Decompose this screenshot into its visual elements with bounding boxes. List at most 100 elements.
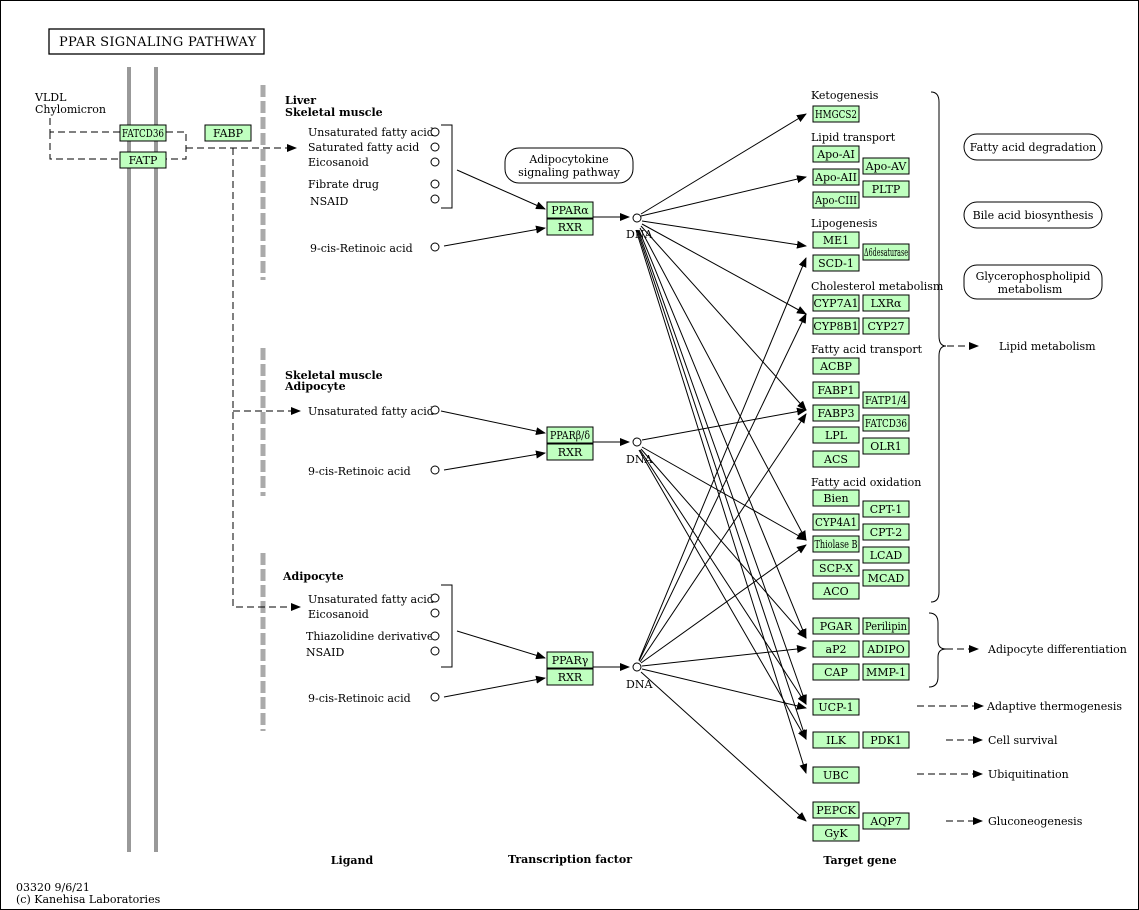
compound-node[interactable] <box>430 692 440 702</box>
gene-ubc[interactable]: UBC <box>812 766 860 784</box>
gene-perilipin[interactable]: Perilipin <box>862 617 910 635</box>
gene-delta6-desaturase[interactable]: Δ6desaturase <box>862 243 910 261</box>
pathway-fa-degradation[interactable]: Fatty acid degradation <box>963 133 1103 161</box>
edge-dna2-fa-transport <box>641 407 807 441</box>
pathway-glycerophospholipid[interactable]: Glycerophospholipid metabolism <box>963 264 1103 300</box>
gene-label: LCAD <box>870 549 903 562</box>
compound-node[interactable] <box>430 646 440 656</box>
column-label-tf: Transcription factor <box>508 853 632 866</box>
gene-fabp1[interactable]: FABP1 <box>812 381 860 399</box>
gene-cyp7a1[interactable]: CYP7A1 <box>812 294 860 312</box>
gene-lcad[interactable]: LCAD <box>862 546 910 564</box>
outcome-adipocyte: Adipocyte differentiation <box>987 643 1127 656</box>
gene-aqp7[interactable]: AQP7 <box>862 812 910 830</box>
retinoid-label: 9-cis-Retinoic acid <box>308 465 411 478</box>
gene-rxr-1[interactable]: RXR <box>546 218 594 236</box>
gene-lpl[interactable]: LPL <box>812 426 860 444</box>
gene-apo-ai[interactable]: Apo-AI <box>812 145 860 163</box>
gene-lxra[interactable]: LXRα <box>862 294 910 312</box>
compound-node[interactable] <box>430 179 440 189</box>
compound-node[interactable] <box>430 194 440 204</box>
ligand-label: NSAID <box>310 195 348 208</box>
gene-pltp[interactable]: PLTP <box>862 180 910 198</box>
gene-bien[interactable]: Bien <box>812 489 860 507</box>
gene-fatp-upstream[interactable]: FATP <box>119 151 167 169</box>
cell-membrane-outer <box>127 67 131 852</box>
gene-label: RXR <box>558 671 583 684</box>
gene-label: Apo-AI <box>816 148 855 161</box>
edge-dna1-ucp1 <box>637 229 807 705</box>
edge-dna1-ketogenesis <box>640 113 807 215</box>
group1-heading-1: Liver <box>285 94 316 107</box>
gene-rxr-3[interactable]: RXR <box>546 668 594 686</box>
compound-node[interactable] <box>430 631 440 641</box>
gene-gyk[interactable]: GyK <box>812 824 860 842</box>
gene-scp-x[interactable]: SCP-X <box>812 559 860 577</box>
gene-pdk1[interactable]: PDK1 <box>862 731 910 749</box>
compound-node[interactable] <box>430 142 440 152</box>
edge-dna2-fa-oxidation <box>641 446 807 541</box>
gene-cpt1[interactable]: CPT-1 <box>862 500 910 518</box>
compound-node[interactable] <box>430 465 440 475</box>
gene-cyp4a1[interactable]: CYP4A1 <box>812 513 860 531</box>
gene-cap[interactable]: CAP <box>812 663 860 681</box>
compound-node[interactable] <box>430 157 440 167</box>
gene-cyp27[interactable]: CYP27 <box>862 317 910 335</box>
gene-acbp[interactable]: ACBP <box>812 357 860 375</box>
gene-pparg[interactable]: PPARγ <box>546 651 594 669</box>
edge-dna1-ilk <box>636 229 807 740</box>
gene-fatcd36[interactable]: FATCD36 <box>862 414 910 432</box>
gene-hmgcs2[interactable]: HMGCS2 <box>812 105 860 123</box>
gene-fatp1-4[interactable]: FATP1/4 <box>862 391 910 409</box>
gene-label: PDK1 <box>870 734 901 747</box>
compound-node[interactable] <box>430 127 440 137</box>
gene-cpt2[interactable]: CPT-2 <box>862 523 910 541</box>
adipocytokine-pathway[interactable]: Adipocytokine signaling pathway <box>504 147 634 184</box>
gene-mmp1[interactable]: MMP-1 <box>862 663 910 681</box>
gene-pepck[interactable]: PEPCK <box>812 801 860 819</box>
gene-apo-aii[interactable]: Apo-AII <box>812 168 860 186</box>
gene-aco[interactable]: ACO <box>812 582 860 600</box>
gene-thiolase-b[interactable]: Thiolase B <box>812 535 860 553</box>
gene-apo-ciii[interactable]: Apo-CIII <box>812 191 860 209</box>
gene-label: FATP1/4 <box>865 394 907 407</box>
gene-cyp8b1[interactable]: CYP8B1 <box>812 317 860 335</box>
gene-ppard[interactable]: PPARβ/δ <box>546 426 594 444</box>
gene-me1[interactable]: ME1 <box>812 231 860 249</box>
ligand-label: NSAID <box>306 646 344 659</box>
gene-label: PPARα <box>551 204 589 217</box>
gene-fatcd36-upstream[interactable]: FATCD36 <box>119 124 167 142</box>
gene-ilk[interactable]: ILK <box>812 731 860 749</box>
dna-node-3[interactable] <box>632 662 642 672</box>
outcome-survival: Cell survival <box>988 734 1058 747</box>
gene-mcad[interactable]: MCAD <box>862 569 910 587</box>
gene-adipo[interactable]: ADIPO <box>862 640 910 658</box>
gene-fabp3[interactable]: FABP3 <box>812 404 860 422</box>
compound-node[interactable] <box>430 593 440 603</box>
gene-acs[interactable]: ACS <box>812 450 860 468</box>
gene-fabp-upstream[interactable]: FABP <box>204 124 252 142</box>
gene-olr1[interactable]: OLR1 <box>862 437 910 455</box>
lipid-brace <box>930 91 947 603</box>
retinoid-label: 9-cis-Retinoic acid <box>310 242 413 255</box>
dna-node-2[interactable] <box>632 437 642 447</box>
compound-node[interactable] <box>430 242 440 252</box>
gene-pgar[interactable]: PGAR <box>812 617 860 635</box>
gene-rxr-2[interactable]: RXR <box>546 443 594 461</box>
group2-heading-2: Adipocyte <box>284 380 346 393</box>
gene-label: SCP-X <box>819 562 853 575</box>
pathway-glycerophospholipid-line-1: Glycerophospholipid <box>976 270 1091 283</box>
gene-apo-av[interactable]: Apo-AV <box>862 157 910 175</box>
edge-ufa-ppard <box>440 410 546 436</box>
pathway-bile-acid[interactable]: Bile acid biosynthesis <box>963 201 1103 229</box>
gene-ap2[interactable]: aP2 <box>812 640 860 658</box>
dna-node-1[interactable] <box>632 213 642 223</box>
outcome-ubiq: Ubiquitination <box>988 768 1069 781</box>
gene-label: PPARγ <box>552 654 589 667</box>
compound-node[interactable] <box>430 405 440 415</box>
compound-node[interactable] <box>430 608 440 618</box>
gene-ppara[interactable]: PPARα <box>546 201 594 219</box>
gene-scd1[interactable]: SCD-1 <box>812 254 860 272</box>
gene-label: Apo-AII <box>814 171 857 184</box>
gene-ucp1[interactable]: UCP-1 <box>812 698 860 716</box>
